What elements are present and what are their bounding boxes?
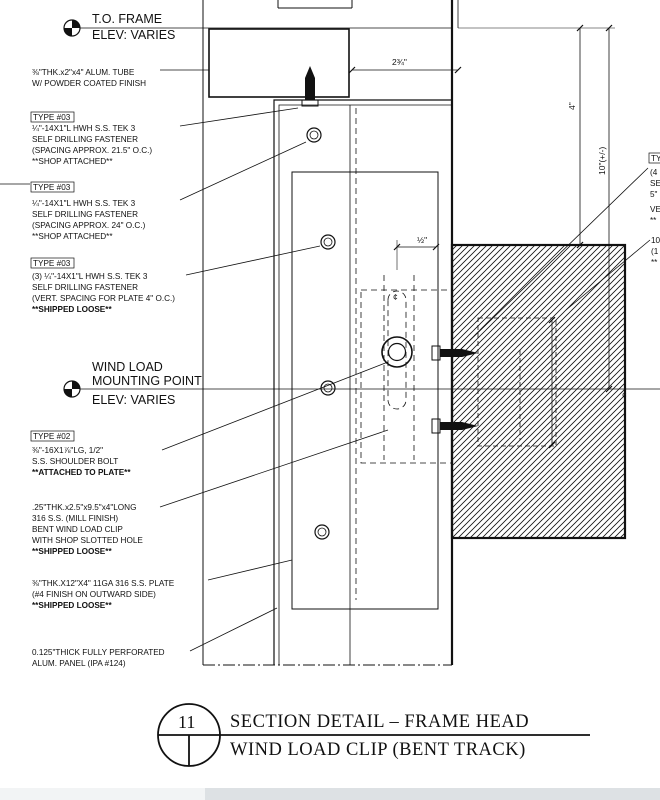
ss-plate <box>291 171 439 610</box>
leader-lines <box>0 69 651 652</box>
note-line: VE <box>650 205 660 214</box>
wind-elevation-label: ELEV: VARIES <box>92 393 175 407</box>
note-line: 316 S.S. (MILL FINISH) <box>32 514 118 523</box>
note-line: **SHIPPED LOOSE** <box>32 601 112 610</box>
note-line: (4 <box>650 168 658 177</box>
centerline-mark-right: ¢ <box>622 390 627 400</box>
elevation-marker-top <box>63 19 81 37</box>
note-line: (SPACING APPROX. 21.5" O.C.) <box>32 146 152 155</box>
tube-note-line: W/ POWDER COATED FINISH <box>32 79 146 88</box>
note-line: ALUM. PANEL (IPA #124) <box>32 659 126 668</box>
note-wind-clip: .25"THK.x2.5"x9.5"x4"LONG 316 S.S. (MILL… <box>32 503 143 556</box>
right-note-b: 10 (1 ** <box>651 236 660 267</box>
note-line: (VERT. SPACING FOR PLATE 4" O.C.) <box>32 294 175 303</box>
mounting-block <box>450 243 627 540</box>
type-tag: TYPE #03 <box>33 259 71 268</box>
note-line: BENT WIND LOAD CLIP <box>32 525 123 534</box>
note-line: **SHOP ATTACHED** <box>32 232 113 241</box>
block-anchors <box>477 317 557 447</box>
dimension-2-75: 2¾" <box>392 57 407 67</box>
note-line: 10 <box>651 236 660 245</box>
right-note-a: TY (4 SE 5" VE ** <box>648 152 660 225</box>
type-tag: TYPE #03 <box>33 113 71 122</box>
note-line: 0.125"THICK FULLY PERFORATED <box>32 648 165 657</box>
mounting-point-label: MOUNTING POINT <box>92 374 202 388</box>
detail-number: 11 <box>178 712 195 732</box>
tek-screws-horizontal <box>431 345 478 434</box>
type-tag: TYPE #03 <box>33 183 71 192</box>
note-line: ¼"-14X1"L HWH S.S. TEK 3 <box>32 199 136 208</box>
footer-strip-right <box>205 788 660 800</box>
hidden-clip-lines <box>355 108 453 600</box>
note-line: (#4 FINISH ON OUTWARD SIDE) <box>32 590 156 599</box>
note-line: ¼"-14X1"L HWH S.S. TEK 3 <box>32 124 136 133</box>
bent-track <box>273 99 452 665</box>
footer-strip <box>0 788 660 800</box>
note-panel: 0.125"THICK FULLY PERFORATED ALUM. PANEL… <box>32 648 165 668</box>
dimension-10: 10"(+/-) <box>597 147 607 175</box>
note-type03-a: TYPE #03 ¼"-14X1"L HWH S.S. TEK 3 SELF D… <box>30 111 152 166</box>
note-line: .25"THK.x2.5"x9.5"x4"LONG <box>32 503 136 512</box>
detail-title-line2: WIND LOAD CLIP (BENT TRACK) <box>230 740 526 760</box>
note-line: **ATTACHED TO PLATE** <box>32 468 131 477</box>
note-line: SELF DRILLING FASTENER <box>32 210 138 219</box>
note-line: **SHIPPED LOOSE** <box>32 305 112 314</box>
note-line: ⅜"-16X1⅞"LG, 1/2" <box>32 446 103 455</box>
note-ss-plate: ⅜"THK.X12"X4" 11GA 316 S.S. PLATE (#4 FI… <box>32 579 175 610</box>
note-type03-b: TYPE #03 ¼"-14X1"L HWH S.S. TEK 3 SELF D… <box>30 181 146 241</box>
note-line: ** <box>651 258 658 267</box>
note-line: ** <box>650 216 657 225</box>
top-frame-elevation: ELEV: VARIES <box>92 28 175 42</box>
dimension-half: ½" <box>417 235 427 245</box>
fastener-holes <box>306 127 336 540</box>
detail-title-line1: SECTION DETAIL – FRAME HEAD <box>230 712 529 732</box>
wind-load-label: WIND LOAD <box>92 360 163 374</box>
title-block: 11 SECTION DETAIL – FRAME HEAD WIND LOAD… <box>157 703 590 767</box>
dimension-4: 4" <box>567 102 577 110</box>
tek-screw-top <box>301 66 319 107</box>
note-line: **SHOP ATTACHED** <box>32 157 113 166</box>
aluminum-tube <box>208 28 350 98</box>
type-tag: TYPE #02 <box>33 432 71 441</box>
type-tag: TY <box>651 154 660 163</box>
note-line: (3) ¼"-14X1"L HWH S.S. TEK 3 <box>32 272 148 281</box>
centerline-mark: ¢ <box>393 292 398 302</box>
note-type02: TYPE #02 ⅜"-16X1⅞"LG, 1/2" S.S. SHOULDER… <box>30 430 131 477</box>
note-line: S.S. SHOULDER BOLT <box>32 457 118 466</box>
note-line: (SPACING APPROX. 24" O.C.) <box>32 221 146 230</box>
tube-note-line: ⅜"THK.x2"x4" ALUM. TUBE <box>32 68 135 77</box>
dimension-lines <box>348 24 615 449</box>
note-line: WITH SHOP SLOTTED HOLE <box>32 536 143 545</box>
note-line: SE <box>650 179 660 188</box>
note-line: SELF DRILLING FASTENER <box>32 283 138 292</box>
note-line: (1 <box>651 247 659 256</box>
note-line: SELF DRILLING FASTENER <box>32 135 138 144</box>
note-line: ⅜"THK.X12"X4" 11GA 316 S.S. PLATE <box>32 579 175 588</box>
note-line: **SHIPPED LOOSE** <box>32 547 112 556</box>
top-frame-label: T.O. FRAME <box>92 12 162 26</box>
elevation-marker-wind <box>63 380 81 398</box>
note-type03-c: TYPE #03 (3) ¼"-14X1"L HWH S.S. TEK 3 SE… <box>30 257 175 314</box>
shoulder-bolt <box>381 336 413 368</box>
note-line: 5" <box>650 190 658 199</box>
